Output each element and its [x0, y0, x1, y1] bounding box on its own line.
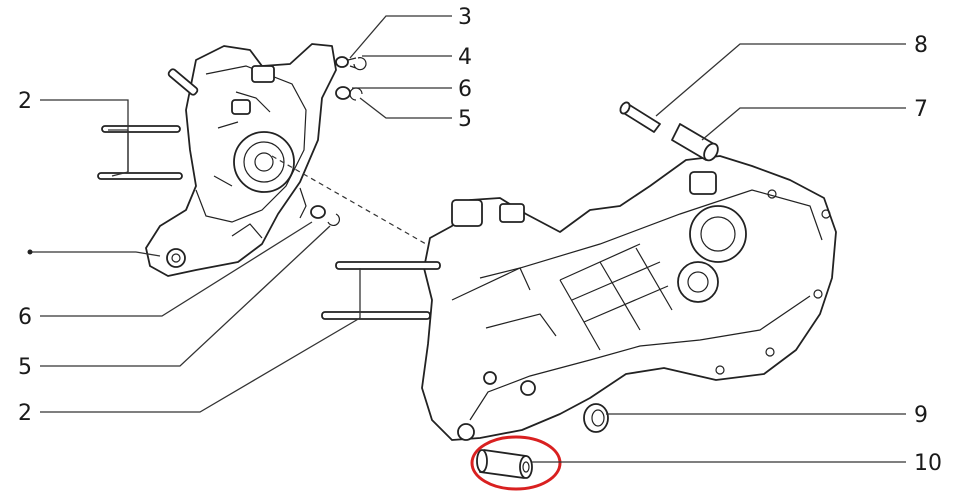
leader-7 [701, 107, 906, 141]
circlip-4 [353, 57, 367, 71]
bushing-7 [671, 123, 719, 162]
leader-2a [40, 99, 129, 172]
nut-3 [335, 56, 349, 68]
leader-5a [359, 97, 452, 119]
leader-8 [655, 43, 906, 117]
right-crankcase-half [421, 155, 837, 441]
callout-10: 10 [914, 451, 942, 476]
callout-9: 9 [914, 403, 928, 428]
circlip-5-lower [327, 213, 340, 226]
circlip-5-upper [349, 87, 363, 101]
callout-5-lower: 5 [18, 355, 32, 380]
stud-bolt-upper-right [335, 261, 441, 270]
left-crankcase-half [145, 43, 337, 277]
leader-3 [349, 15, 452, 59]
callout-8: 8 [914, 33, 928, 58]
callout-7: 7 [914, 97, 928, 122]
bearing-9 [583, 403, 609, 433]
leader-lines [27, 15, 906, 463]
leader-5b [40, 225, 331, 367]
washer-6-lower [310, 205, 326, 219]
callout-5-upper: 5 [458, 107, 472, 132]
assembly-axis [271, 155, 441, 253]
bushing-10 [476, 449, 533, 479]
washer-6-upper [335, 86, 351, 100]
callout-6-upper: 6 [458, 77, 472, 102]
leader-2b [40, 317, 361, 413]
highlight-circle-part-10 [470, 435, 562, 491]
callout-3: 3 [458, 5, 472, 30]
leader-6b [40, 221, 313, 317]
right-hardware [321, 101, 719, 479]
callout-2-lower: 2 [18, 401, 32, 426]
stud-bolt-lower [97, 172, 183, 180]
callout-4: 4 [458, 45, 472, 70]
leader-dot [30, 251, 161, 257]
dowel-8 [619, 101, 661, 133]
stud-bolt-upper [101, 125, 181, 133]
callout-2-upper: 2 [18, 89, 32, 114]
stud-bolt-lower-right [321, 311, 431, 320]
callout-6-lower: 6 [18, 305, 32, 330]
callout-labels: 3 4 6 5 8 7 2 6 5 2 9 10 [18, 5, 942, 476]
